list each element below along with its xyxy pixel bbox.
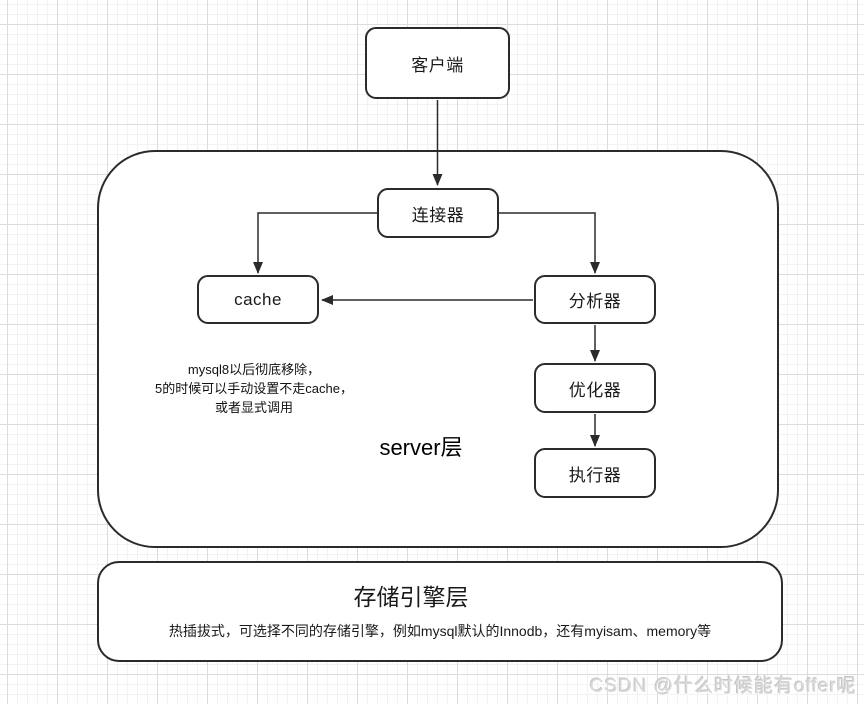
node-cache-label: cache (234, 289, 282, 309)
node-client: 客户端 (365, 27, 510, 99)
node-executor-label: 执行器 (568, 465, 622, 485)
server-layer-label: server层 (379, 435, 463, 460)
node-connector: 连接器 (377, 188, 499, 238)
csdn-watermark: CSDN @什么时候能有offer呢 (589, 676, 857, 697)
node-optimizer-label: 优化器 (568, 380, 622, 400)
storage-layer-container: 存储引擎层 热插拔式，可选择不同的存储引擎，例如mysql默认的Innodb，还… (97, 561, 783, 662)
storage-layer-title: 存储引擎层 (353, 584, 469, 610)
node-analyzer-label: 分析器 (568, 292, 622, 311)
storage-layer-description: 热插拔式，可选择不同的存储引擎，例如mysql默认的Innodb，还有myisa… (168, 623, 712, 639)
node-client-label: 客户端 (411, 55, 464, 75)
cache-note: mysql8以后彻底移除， 5的时候可以手动设置不走cache， 或者显式调用 (124, 360, 384, 417)
node-cache: cache (197, 275, 319, 324)
cache-note-line: mysql8以后彻底移除， (187, 362, 321, 377)
node-connector-label: 连接器 (411, 205, 465, 225)
node-analyzer: 分析器 (534, 275, 656, 324)
cache-note-line: 5的时候可以手动设置不走cache， (155, 381, 353, 396)
cache-note-line: 或者显式调用 (214, 400, 293, 415)
node-executor: 执行器 (534, 448, 656, 498)
node-optimizer: 优化器 (534, 363, 656, 413)
